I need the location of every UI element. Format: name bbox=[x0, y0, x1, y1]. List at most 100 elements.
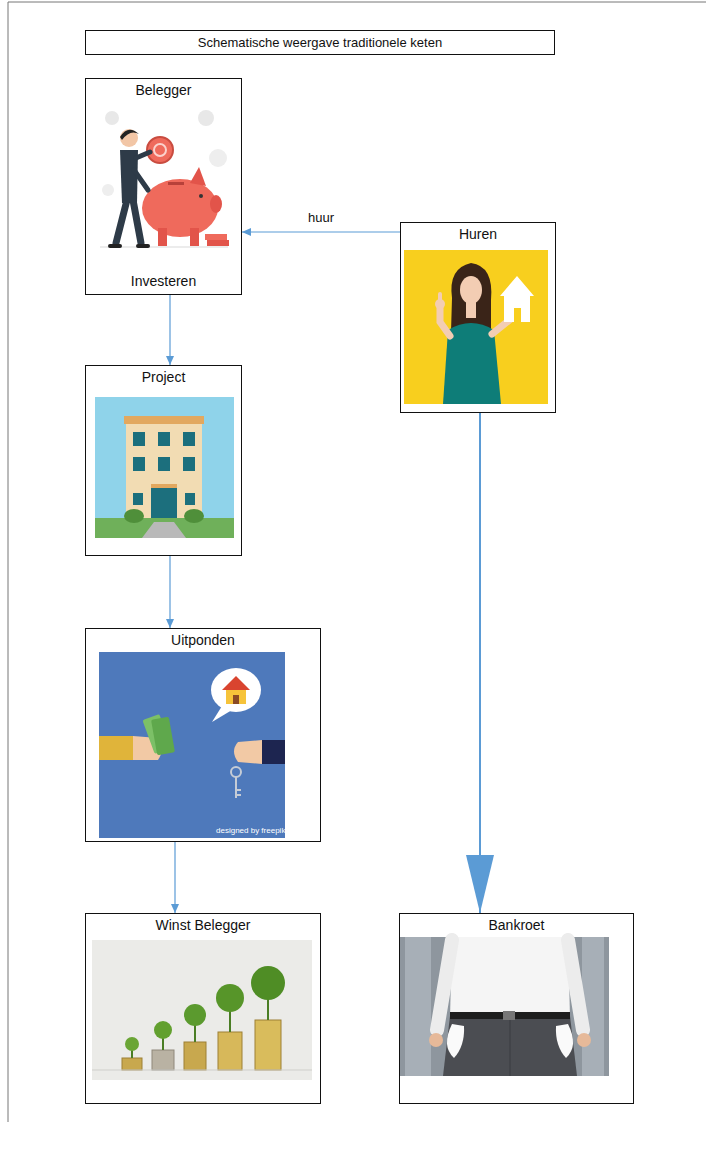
sale-illustration-part bbox=[212, 706, 232, 722]
investor-illustration-part bbox=[205, 234, 227, 240]
investor-illustration-part bbox=[100, 247, 228, 248]
diagram-title: Schematische weergave traditionele keten bbox=[198, 35, 442, 51]
investor-illustration-part bbox=[110, 244, 148, 248]
sale-box: Uitponden bbox=[85, 628, 321, 842]
building-illustration-part bbox=[151, 484, 177, 488]
investor-illustration bbox=[100, 110, 229, 247]
watermark: designed by freepik.com bbox=[216, 826, 303, 836]
investor-illustration-part bbox=[190, 167, 206, 186]
flow-arrow bbox=[169, 556, 170, 628]
building-illustration-part bbox=[183, 432, 195, 446]
building-illustration-part bbox=[124, 509, 144, 523]
tenant-illustration-part bbox=[514, 308, 521, 322]
investor-illustration-part bbox=[102, 184, 114, 196]
bankrupt-illustration-part bbox=[450, 937, 570, 1018]
sale-illustration-part bbox=[211, 668, 261, 712]
building-illustration-part bbox=[124, 416, 204, 424]
bankrupt-illustration-part bbox=[450, 1012, 570, 1019]
profit-illustration-part bbox=[255, 1020, 281, 1070]
sale-illustration-part bbox=[222, 676, 250, 690]
investor-illustration-part bbox=[198, 110, 214, 126]
sale-illustration-part bbox=[99, 652, 285, 838]
bankrupt-box: Bankroet bbox=[399, 913, 634, 1104]
building-illustration-part bbox=[95, 397, 234, 538]
investor-illustration-part bbox=[105, 111, 119, 125]
flow-arrow bbox=[242, 231, 400, 232]
investor-illustration-part bbox=[142, 179, 218, 237]
project-box: Project bbox=[85, 365, 242, 556]
profit-illustration bbox=[92, 940, 312, 1080]
profit-illustration-part bbox=[184, 1042, 206, 1070]
investor-illustration-part bbox=[136, 152, 150, 158]
page-frame-part bbox=[8, 2, 706, 3]
profit-illustration-part bbox=[154, 1021, 172, 1039]
building-illustration bbox=[95, 397, 234, 538]
edge-label: huur bbox=[306, 210, 336, 226]
building-illustration-part bbox=[158, 432, 170, 446]
flow-arrow bbox=[169, 295, 170, 365]
profit-illustration-part bbox=[218, 1032, 242, 1070]
sale-illustration-part bbox=[262, 740, 285, 764]
box-heading: Project bbox=[142, 369, 186, 386]
box-heading: Bankroet bbox=[488, 917, 544, 934]
investor-illustration-part bbox=[134, 170, 148, 190]
profit-illustration-part bbox=[92, 940, 312, 1080]
building-illustration-part bbox=[133, 457, 145, 471]
profit-illustration-part bbox=[152, 1050, 174, 1070]
bankrupt-illustration-part bbox=[429, 1033, 443, 1047]
box-heading: Huren bbox=[459, 226, 497, 243]
profit-illustration-part bbox=[251, 966, 285, 1000]
sale-illustration bbox=[99, 652, 285, 838]
building-illustration-part bbox=[158, 457, 170, 471]
bankrupt-illustration-part bbox=[443, 1016, 577, 1076]
bankrupt-illustration-part bbox=[405, 937, 431, 1076]
tenant-illustration-part bbox=[460, 276, 482, 304]
box-heading: Winst Belegger bbox=[156, 917, 251, 934]
bankrupt-illustration-part bbox=[503, 1011, 515, 1020]
investor-illustration-part bbox=[207, 240, 229, 246]
investor-illustration-part bbox=[199, 194, 203, 198]
building-illustration-part bbox=[133, 432, 145, 446]
tenant-illustration-part bbox=[451, 263, 491, 332]
investor-illustration-part bbox=[158, 228, 167, 246]
bankrupt-illustration-part bbox=[399, 937, 609, 1076]
bankrupt-illustration-part bbox=[577, 1033, 591, 1047]
investor-illustration-part bbox=[120, 130, 139, 140]
profit-illustration-part bbox=[184, 1004, 206, 1026]
flow-arrow bbox=[479, 413, 481, 913]
sale-illustration-part bbox=[236, 777, 241, 798]
bankrupt-illustration-part bbox=[568, 940, 583, 1030]
investor-illustration-part bbox=[210, 195, 222, 213]
profit-illustration-part bbox=[125, 1037, 139, 1051]
tenant-box: Huren bbox=[400, 222, 556, 413]
sale-illustration-part bbox=[234, 740, 262, 764]
building-illustration-part bbox=[95, 518, 234, 538]
box-heading: Belegger bbox=[135, 82, 191, 99]
profit-illustration-part bbox=[132, 998, 268, 1058]
tenant-illustration-part bbox=[440, 306, 450, 336]
tenant-illustration bbox=[404, 250, 548, 404]
investor-illustration-part bbox=[154, 144, 166, 156]
sale-illustration-part bbox=[99, 736, 133, 760]
profit-illustration-part bbox=[122, 1058, 142, 1070]
page-frame-part bbox=[8, 2, 9, 1122]
building-illustration-part bbox=[183, 457, 195, 471]
investor-illustration-part bbox=[209, 149, 227, 167]
investor-illustration-part bbox=[190, 228, 199, 246]
box-heading: Uitponden bbox=[171, 632, 235, 649]
tenant-illustration-part bbox=[404, 250, 548, 404]
bankrupt-illustration-part bbox=[556, 1024, 573, 1058]
building-illustration-part bbox=[126, 424, 202, 522]
building-illustration-part bbox=[151, 488, 177, 522]
box-caption: Investeren bbox=[131, 273, 196, 290]
building-illustration-part bbox=[184, 509, 204, 523]
sale-illustration-part bbox=[233, 695, 239, 704]
investor-illustration-part bbox=[120, 129, 138, 147]
profit-illustration-part bbox=[92, 1070, 312, 1071]
sale-illustration-part bbox=[226, 690, 246, 704]
title-box: Schematische weergave traditionele keten bbox=[85, 30, 555, 55]
sale-illustration-part bbox=[231, 767, 241, 777]
